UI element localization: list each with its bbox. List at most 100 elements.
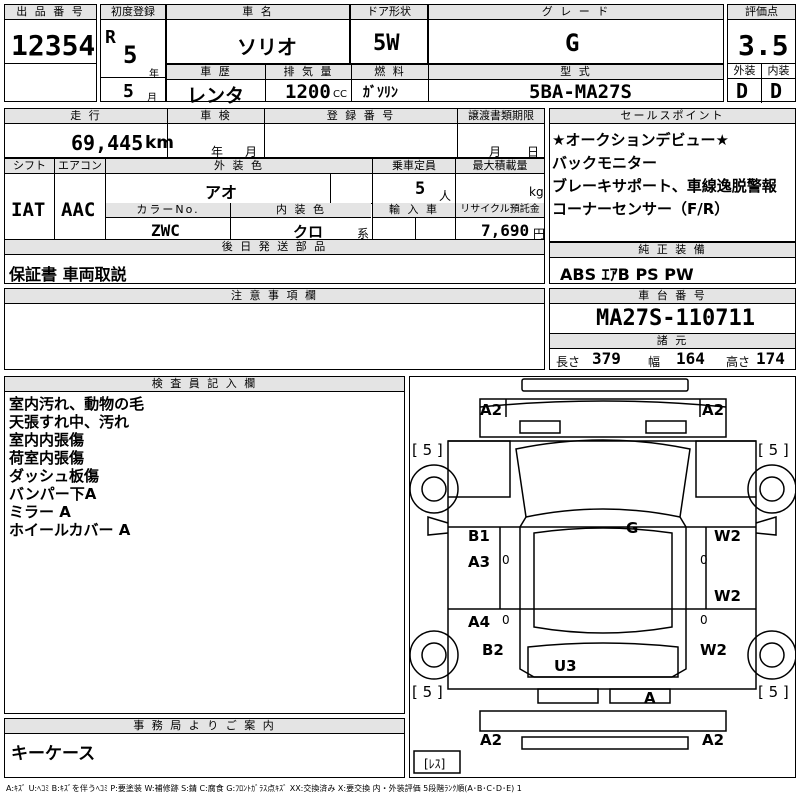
reg-year: 5 <box>123 41 138 69</box>
damage-b2: B2 <box>482 641 504 659</box>
ac-label: エアコン <box>55 159 105 174</box>
kg-unit: kg <box>529 185 544 199</box>
damage-w2-top: W2 <box>714 527 741 545</box>
person-unit: 人 <box>439 189 452 203</box>
notes-label: 注 意 事 項 欄 <box>5 289 544 304</box>
year-unit: 年 <box>149 69 159 80</box>
mileage-label: 走 行 <box>5 109 167 124</box>
history-value: レンタ <box>187 85 245 107</box>
history-label: 車 歴 <box>167 65 265 80</box>
era: R <box>105 27 116 48</box>
interior-grade: D <box>770 79 783 103</box>
insp-year-unit: 年 <box>211 145 224 159</box>
height-value: 174 <box>756 349 785 368</box>
transfer-day-unit: 日 <box>527 145 540 159</box>
lot-label: 出 品 番 号 <box>5 5 96 20</box>
insp-month-unit: 月 <box>245 145 258 159</box>
damage-a4: A4 <box>468 613 491 631</box>
shift-value: IAT <box>11 199 46 221</box>
reg-no-label: 登 録 番 号 <box>265 109 457 124</box>
chassis-label: 車 台 番 号 <box>550 289 795 304</box>
shift-label: シフト <box>5 159 54 174</box>
damage-front-right: A2 <box>702 401 725 419</box>
damage-w2-mid: W2 <box>714 587 741 605</box>
inspector-line-2: 天張すれ中、汚れ <box>9 413 130 431</box>
equipment-label: 純 正 装 備 <box>550 243 795 258</box>
damage-u3: U3 <box>554 657 577 675</box>
load-label: 最大積載量 <box>456 159 544 174</box>
width-value: 164 <box>676 349 705 368</box>
inspector-box: 検 査 員 記 入 欄 室内汚れ、動物の毛 天張すれ中、汚れ 室内内張傷 荷室内… <box>4 376 405 714</box>
inspection-label: 車 検 <box>168 109 264 124</box>
color-no-label: カラーNo. <box>106 203 230 218</box>
legend: A:ｷｽﾞ U:ﾍｺﾐ B:ｷｽﾞを伴うﾍｺﾐ P:要塗装 W:補修跡 S:錆 … <box>6 784 522 793</box>
first-reg-box: 初度登録 R 5 年 5 月 <box>100 4 166 104</box>
damage-a3: A3 <box>468 553 491 571</box>
inspector-line-6: バンパー下A <box>9 485 97 503</box>
door-box: ドア形状 5W <box>350 4 428 64</box>
recycle-label: リサイクル預託金 <box>456 203 544 218</box>
car-name-box: 車 名 ソリオ <box>166 4 350 64</box>
inspector-line-5: ダッシュ板傷 <box>9 467 100 485</box>
inspector-line-4: 荷室内張傷 <box>9 449 85 467</box>
zero-mark-3: 0 <box>502 613 510 627</box>
first-reg-label: 初度登録 <box>101 5 165 20</box>
capacity-value: 5 <box>415 179 426 199</box>
int-color-value: クロ <box>293 223 324 241</box>
inspector-line-7: ミラー A <box>9 503 71 521</box>
int-color-label: 内 装 色 <box>231 203 371 218</box>
width-label: 幅 <box>648 355 661 369</box>
transfer-label: 譲渡書類期限 <box>458 109 544 124</box>
recycle-value: 7,690 <box>481 221 530 240</box>
damage-b1: B1 <box>468 527 490 545</box>
lot-box: 出 品 番 号 12354 <box>4 4 97 102</box>
sales-point-2: バックモニター <box>552 154 658 172</box>
color-label: 外 装 色 <box>106 159 372 174</box>
later-parts-label: 後 日 発 送 部 品 <box>5 240 544 255</box>
score-label: 評価点 <box>728 5 795 20</box>
office-text: キーケース <box>11 744 96 764</box>
equipment-value: ABS ｴｱB PS PW <box>560 265 694 284</box>
notes-box: 注 意 事 項 欄 <box>4 288 545 370</box>
damage-a-rear: A <box>644 689 656 707</box>
length-value: 379 <box>592 349 621 368</box>
inspector-line-3: 室内内張傷 <box>9 431 85 449</box>
tire-front-left: [ 5 ] <box>412 441 443 459</box>
displacement-value: 1200 <box>285 81 331 103</box>
cc-unit: CC <box>333 89 347 100</box>
tire-rear-right: [ 5 ] <box>758 683 789 701</box>
car-name: ソリオ <box>237 35 297 59</box>
damage-front-left: A2 <box>480 401 503 419</box>
score-box: 評価点 3.5 外装 内装 D D <box>727 4 796 103</box>
tire-front-right: [ 5 ] <box>758 441 789 459</box>
sales-points-label: セールスポイント <box>550 109 795 124</box>
zero-mark-1: 0 <box>502 553 510 567</box>
kei-unit: 系 <box>357 227 370 241</box>
grade-label: グ レ ー ド <box>429 5 723 20</box>
model-label: 型 式 <box>429 65 723 80</box>
ac-value: AAC <box>61 199 96 221</box>
transfer-month-unit: 月 <box>489 145 502 159</box>
damage-g: G <box>626 519 639 537</box>
damage-w2-low: W2 <box>700 641 727 659</box>
zero-mark-2: 0 <box>700 553 708 567</box>
damage-rear-left: A2 <box>480 731 503 749</box>
door-label: ドア形状 <box>351 5 427 20</box>
color-no-value: ZWC <box>151 221 180 240</box>
sales-point-3: ブレーキサポート、車線逸脱警報 <box>552 177 777 195</box>
km-unit: km <box>145 133 175 153</box>
fuel-value: ｶﾞｿﾘﾝ <box>363 85 398 101</box>
office-box: 事 務 局 よ り ご 案 内 キーケース <box>4 718 405 778</box>
inspector-line-1: 室内汚れ、動物の毛 <box>9 395 145 413</box>
spec-table: シフト エアコン 外 装 色 乗車定員 最大積載量 IAT AAC アオ 5 人… <box>4 158 545 284</box>
grade-box: グ レ ー ド G <box>428 4 724 64</box>
car-diagram: A2 A2 B1 A3 0 G W2 0 W2 A4 0 B2 W2 0 U3 … <box>409 376 796 778</box>
capacity-label: 乗車定員 <box>373 159 455 174</box>
height-label: 高さ <box>726 355 751 369</box>
equipment-box: 純 正 装 備 ABS ｴｱB PS PW <box>549 242 796 284</box>
sales-point-1: ★オークションデビュー★ <box>552 131 729 149</box>
history-row: 車 歴 排 気 量 燃 料 型 式 レンタ 1200 CC ｶﾞｿﾘﾝ 5BA-… <box>166 64 724 107</box>
month-unit: 月 <box>147 93 157 104</box>
exterior-grade: D <box>736 79 749 103</box>
chassis-box: 車 台 番 号 MA27S-110711 諸 元 長さ 379 幅 164 高さ… <box>549 288 796 370</box>
